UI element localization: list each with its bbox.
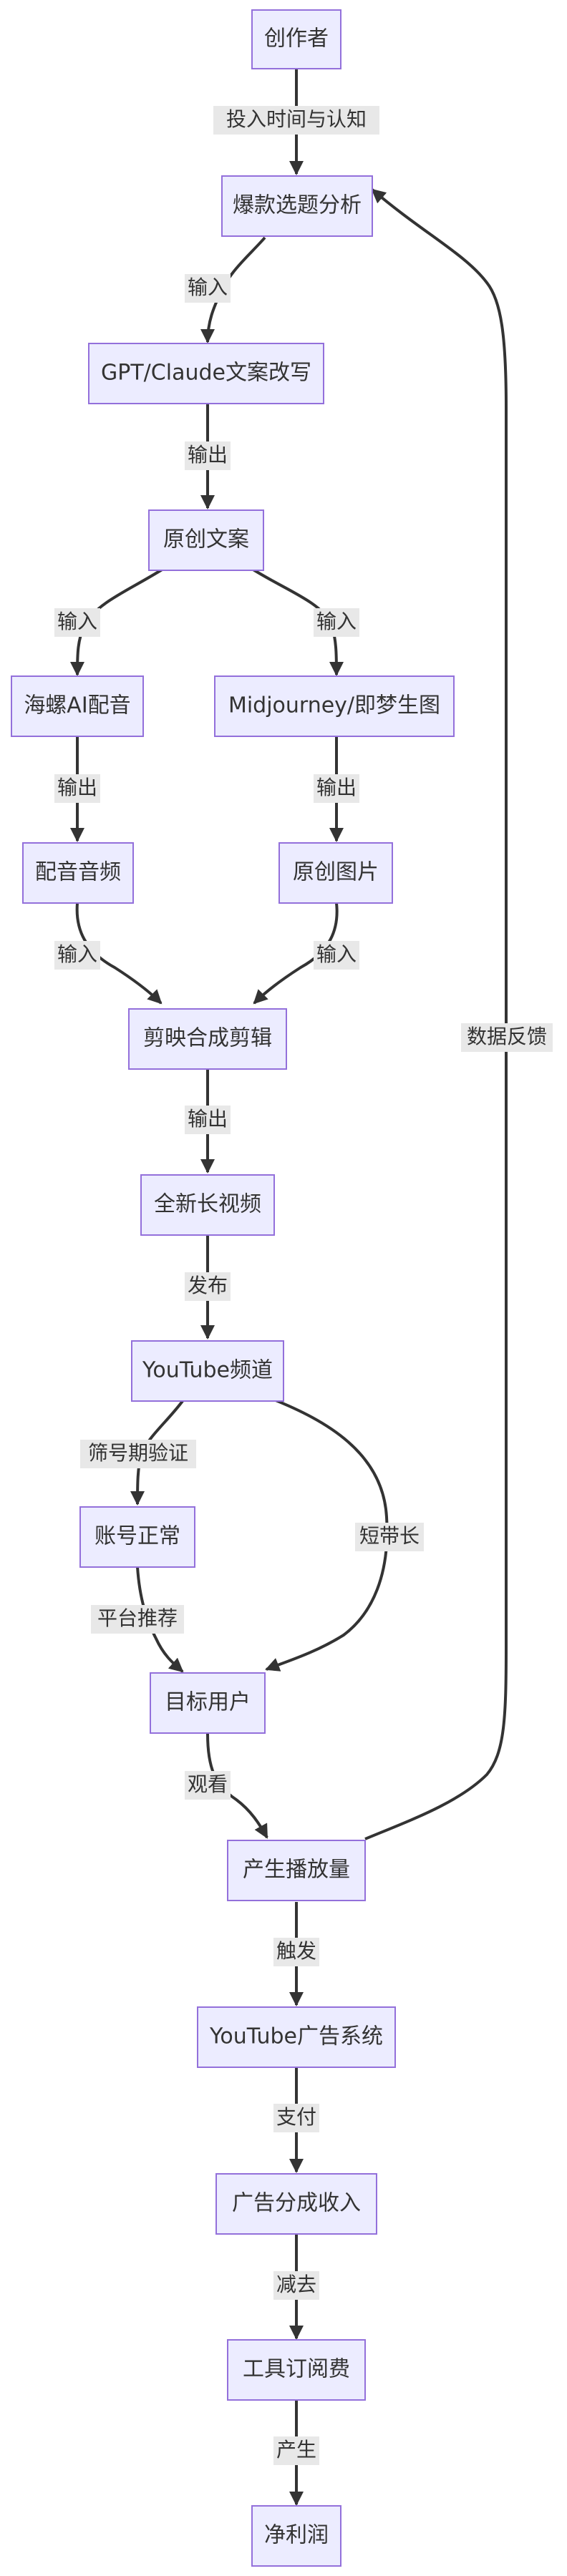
edge-label-output-3: 输出 [314,774,359,803]
svg-text:创作者: 创作者 [264,26,329,52]
node-editing: 剪映合成剪辑 [128,1008,287,1070]
edge-label-input-3: 输入 [314,608,359,637]
svg-text:原创文案: 原创文案 [163,527,249,552]
node-creator: 创作者 [251,9,341,69]
edge-label-input-2: 输入 [54,608,100,637]
svg-text:输入: 输入 [57,610,97,633]
svg-text:海螺AI配音: 海螺AI配音 [24,693,130,718]
svg-text:YouTube广告系统: YouTube广告系统 [209,2024,383,2049]
edge-audio-to-editing [75,902,163,1005]
node-views: 产生播放量 [227,1840,366,1901]
node-ad-system: YouTube广告系统 [197,2006,396,2068]
node-original-copy: 原创文案 [148,509,264,571]
svg-text:全新长视频: 全新长视频 [154,1192,261,1217]
edge-labels: 投入时间与认知 输入 输出 输入 输入 输出 输出 输入 [54,106,553,2465]
svg-text:输入: 输入 [316,610,357,633]
edge-label-trigger: 触发 [273,1938,319,1966]
svg-text:输出: 输出 [316,776,357,799]
svg-text:剪映合成剪辑: 剪映合成剪辑 [143,1026,272,1051]
svg-text:数据反馈: 数据反馈 [467,1025,547,1048]
svg-text:短带长: 短带长 [359,1524,420,1548]
svg-text:输出: 输出 [188,443,228,467]
node-target-users: 目标用户 [150,1672,266,1734]
edge-account-to-target-users [136,1566,184,1673]
svg-text:YouTube频道: YouTube频道 [142,1358,273,1383]
node-tool-fees: 工具订阅费 [227,2339,366,2401]
edge-label-recommend: 平台推荐 [91,1605,184,1634]
edge-label-output-1: 输出 [185,441,231,470]
svg-text:投入时间与认知: 投入时间与认知 [226,107,367,131]
svg-text:输入: 输入 [57,942,97,966]
svg-text:触发: 触发 [276,1939,316,1963]
svg-text:支付: 支付 [276,2105,316,2129]
node-original-images: 原创图片 [278,842,393,904]
edge-target-users-to-views [206,1733,268,1839]
svg-text:平台推荐: 平台推荐 [97,1606,178,1630]
svg-text:净利润: 净利润 [264,2523,329,2548]
svg-text:爆款选题分析: 爆款选题分析 [233,193,362,218]
edge-channel-to-target-users [265,1397,389,1672]
node-ad-revenue: 广告分成收入 [215,2173,377,2235]
edge-label-produce: 产生 [273,2436,319,2465]
node-net-profit: 净利润 [251,2505,341,2567]
edge-label-output-4: 输出 [185,1106,231,1134]
edge-label-short-long: 短带长 [355,1523,424,1551]
svg-text:筛号期验证: 筛号期验证 [88,1441,188,1465]
edge-label-input-4: 输入 [54,941,100,970]
edge-label-invest: 投入时间与认知 [213,106,379,135]
edges [70,69,508,2506]
node-image-tool: Midjourney/即梦生图 [214,675,455,737]
edge-label-output-2: 输出 [54,774,100,803]
edge-label-input-5: 输入 [314,941,359,970]
svg-text:输入: 输入 [188,275,228,299]
edge-images-to-editing [253,902,339,1005]
svg-text:广告分成收入: 广告分成收入 [232,2191,361,2216]
svg-text:输出: 输出 [188,1107,228,1131]
node-topic-analysis: 爆款选题分析 [221,175,373,237]
svg-text:产生播放量: 产生播放量 [243,1858,350,1883]
svg-text:目标用户: 目标用户 [165,1690,251,1715]
svg-text:减去: 减去 [276,2273,316,2296]
edge-label-input-1: 输入 [185,274,231,303]
node-channel: YouTube频道 [131,1340,284,1402]
svg-text:输出: 输出 [57,776,97,799]
edge-label-subtract: 减去 [273,2271,319,2300]
edge-label-verify: 筛号期验证 [80,1440,196,1468]
node-copywriting: GPT/Claude文案改写 [88,343,324,404]
edge-views-to-topic-feedback [364,188,508,1840]
svg-text:Midjourney/即梦生图: Midjourney/即梦生图 [228,693,440,718]
svg-text:观看: 观看 [188,1772,228,1796]
svg-text:原创图片: 原创图片 [293,860,379,885]
node-account-ok: 账号正常 [79,1506,195,1568]
node-voiceover-tool: 海螺AI配音 [11,675,144,737]
svg-text:输入: 输入 [316,942,357,966]
nodes: 创作者 爆款选题分析 GPT/Claude文案改写 原创文案 海螺AI配音 Mi… [11,9,455,2567]
svg-text:产生: 产生 [276,2438,316,2462]
svg-text:配音音频: 配音音频 [35,860,121,885]
svg-text:GPT/Claude文案改写: GPT/Claude文案改写 [101,361,311,386]
svg-text:账号正常: 账号正常 [94,1524,180,1549]
svg-text:工具订阅费: 工具订阅费 [243,2357,350,2382]
node-long-video: 全新长视频 [140,1174,275,1236]
edge-label-watch: 观看 [185,1771,231,1800]
edge-label-feedback: 数据反馈 [461,1023,553,1052]
node-voice-audio: 配音音频 [22,842,134,904]
edge-label-pay: 支付 [273,2104,319,2132]
edge-label-publish: 发布 [185,1272,231,1301]
svg-text:发布: 发布 [188,1274,228,1297]
